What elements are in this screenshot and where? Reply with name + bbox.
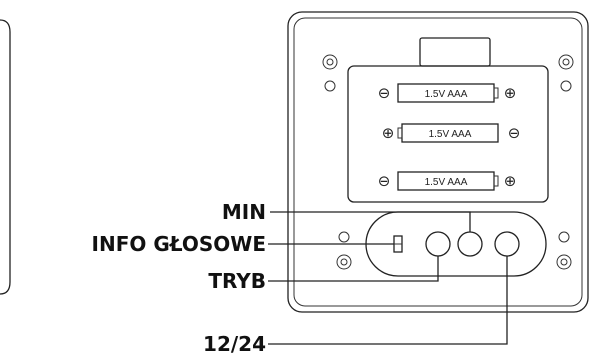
- label-12-24: 12/24: [203, 332, 266, 353]
- tryb-leader: [268, 256, 439, 282]
- format-leader: [268, 256, 508, 345]
- battery: 1.5V AAA ⊕ ⊖: [382, 123, 521, 143]
- hole-top-left: [324, 80, 336, 92]
- polarity-right-icon: ⊕: [504, 172, 517, 190]
- battery-terminal: [493, 87, 499, 99]
- hole-mid-right: [558, 231, 570, 243]
- battery: 1.5V AAA ⊖ ⊕: [378, 83, 517, 103]
- min-button[interactable]: [457, 231, 483, 257]
- format-1224-button[interactable]: [494, 231, 520, 257]
- polarity-left-icon: ⊖: [378, 172, 391, 190]
- screw-top-left: [322, 54, 338, 70]
- polarity-left-icon: ⊕: [382, 124, 395, 142]
- battery-terminal: [397, 127, 403, 139]
- polarity-right-icon: ⊖: [508, 124, 521, 142]
- polarity-left-icon: ⊖: [378, 84, 391, 102]
- label-tryb: TRYB: [208, 269, 266, 293]
- battery-terminal: [493, 175, 499, 187]
- battery-label: 1.5V AAA: [425, 89, 468, 100]
- device-body: [287, 11, 589, 313]
- min-leader: [270, 211, 471, 232]
- polarity-right-icon: ⊕: [504, 84, 517, 102]
- hole-mid-left: [338, 231, 350, 243]
- label-min: MIN: [222, 200, 266, 224]
- battery: 1.5V AAA ⊖ ⊕: [378, 171, 517, 191]
- battery-label: 1.5V AAA: [425, 177, 468, 188]
- screw-bottom-left: [336, 254, 352, 270]
- battery-label: 1.5V AAA: [429, 129, 472, 140]
- tryb-button[interactable]: [425, 231, 451, 257]
- left-panel-edge: [0, 19, 11, 295]
- battery-group: 1.5V AAA ⊖ ⊕ 1.5V AAA ⊕ ⊖ 1.5V AAA ⊖ ⊕: [378, 83, 521, 191]
- hole-top-right: [560, 80, 572, 92]
- device-body-inner: [293, 17, 583, 307]
- screw-top-right: [558, 54, 574, 70]
- info-switch[interactable]: [393, 235, 403, 253]
- label-info: INFO GŁOSOWE: [92, 232, 266, 256]
- screw-bottom-right: [556, 254, 572, 270]
- battery-compartment: [347, 65, 549, 203]
- top-clip: [419, 37, 491, 67]
